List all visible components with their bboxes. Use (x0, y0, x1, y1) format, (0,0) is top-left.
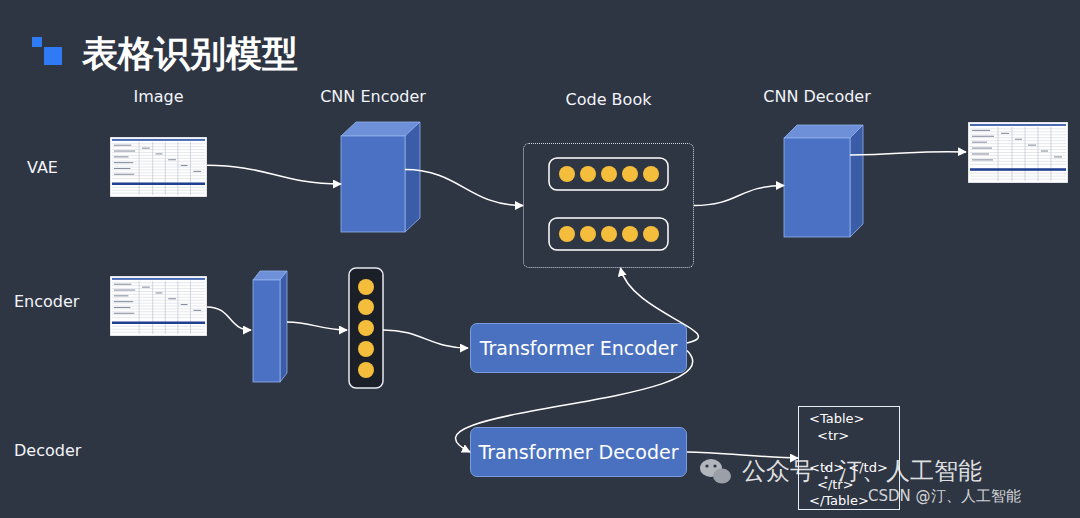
diagram-title: 表格识别模型 (82, 30, 298, 78)
process-box: Transformer Decoder (470, 427, 687, 477)
flow-arrow (620, 268, 698, 343)
flow-arrow (694, 186, 784, 206)
column-heading: CNN Decoder (763, 87, 871, 107)
row-label: Encoder (14, 292, 79, 312)
title-icon (44, 47, 62, 65)
cnn-decoder: CNN Decoder (784, 138, 850, 237)
flow-arrow (207, 152, 966, 348)
title-icon (32, 37, 42, 47)
watermark: CSDN @汀、人工智能 (868, 487, 1021, 506)
cnn-encoder: CNN Encoder (341, 136, 405, 232)
table-image (110, 137, 207, 197)
column-heading: CNN Encoder (320, 87, 426, 107)
flow-arrow (687, 452, 798, 458)
image-node: Image (110, 137, 207, 197)
code-line: <Table> (809, 411, 864, 427)
code-line: </Table> (809, 493, 869, 509)
token-column (349, 268, 383, 388)
codebook-vector (549, 158, 668, 190)
flow-arrow (207, 165, 341, 184)
box-label: Transformer Decoder (478, 441, 678, 463)
wechat-icon (700, 459, 731, 484)
column-heading: Code Book (566, 90, 652, 110)
code-line: <tr> (817, 428, 849, 444)
cnn-block (341, 122, 420, 232)
flow-arrow (456, 351, 693, 453)
cnn-block (784, 125, 863, 237)
code-book: Code Book (523, 143, 694, 268)
flow-arrow (405, 170, 523, 206)
row-label: Decoder (14, 441, 81, 461)
box-label: Transformer Encoder (480, 337, 678, 359)
watermark: 公众号：汀、人工智能 (742, 456, 982, 486)
column-heading: Image (133, 87, 183, 107)
row-label: VAE (27, 158, 58, 178)
process-box: Transformer Encoder (470, 323, 687, 373)
cnn-block (253, 271, 287, 382)
table-image (968, 122, 1068, 183)
table-image (110, 276, 207, 336)
codebook-vector (549, 218, 668, 250)
